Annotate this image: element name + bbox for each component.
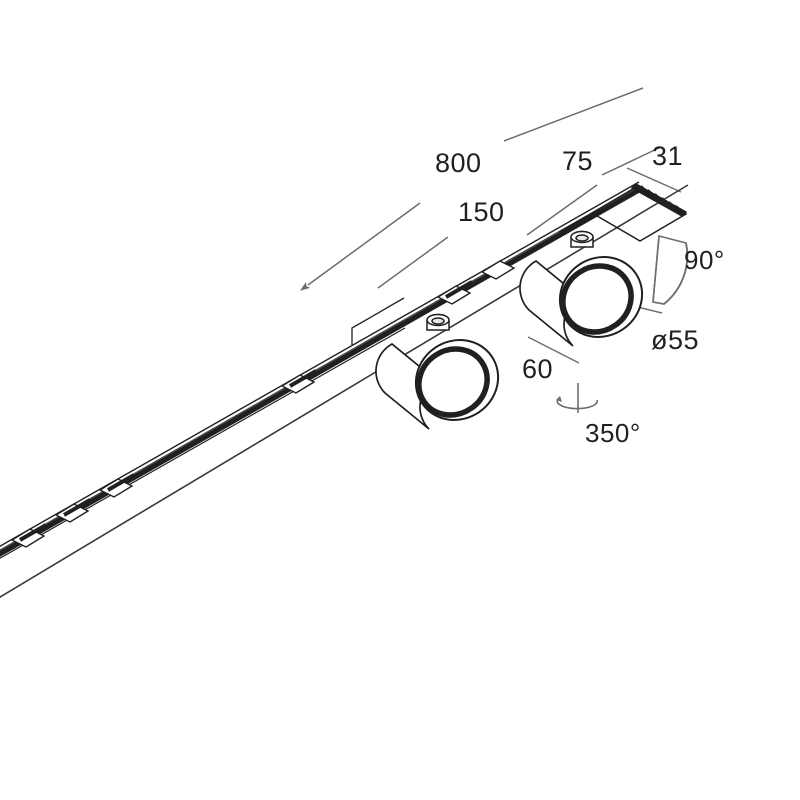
spotlight-mount-knob bbox=[570, 230, 594, 248]
cylindrical-spotlight bbox=[375, 313, 500, 430]
track-connector-clip bbox=[436, 285, 472, 305]
track-connector-clip bbox=[54, 503, 90, 523]
track-connector-clip bbox=[480, 260, 516, 280]
track-body bbox=[0, 185, 643, 557]
cylindrical-spotlight bbox=[519, 230, 644, 347]
dimension-lines bbox=[299, 87, 682, 364]
dimension-label-spot-spacing: 150 bbox=[458, 197, 505, 227]
track-connector-clip bbox=[10, 528, 46, 548]
track-connector-clips bbox=[10, 260, 516, 548]
rotation-angle-indicator-icon bbox=[556, 383, 598, 413]
spotlight-aperture-ring bbox=[414, 339, 500, 421]
ceiling-reference-line bbox=[0, 184, 689, 598]
track-connector-clip bbox=[280, 374, 316, 394]
tilt-angle-indicator-icon bbox=[652, 234, 689, 305]
dimension-line-800-right bbox=[503, 87, 644, 142]
dimension-line-31 bbox=[626, 167, 682, 193]
linear-track-rail bbox=[0, 181, 688, 559]
dimension-label-track-length: 800 bbox=[435, 148, 482, 178]
dimension-line-150-right bbox=[526, 184, 598, 236]
track-contact-strips bbox=[19, 208, 601, 542]
track-connector-clip bbox=[98, 478, 134, 498]
dimension-line-800-left bbox=[299, 202, 421, 291]
dimension-line-60 bbox=[527, 336, 580, 364]
rotation-angle-label: 350° bbox=[585, 418, 641, 448]
dimension-label-body-length: 60 bbox=[522, 354, 554, 384]
tilt-angle-label: 90° bbox=[684, 245, 725, 275]
spotlight-aperture-ring bbox=[558, 256, 644, 338]
track-bottom-edge bbox=[0, 327, 406, 559]
track-end-serration bbox=[630, 183, 688, 217]
dimension-label-aperture-diameter: ø55 bbox=[651, 325, 700, 355]
dimension-line-75 bbox=[601, 146, 662, 176]
spotlight-mount-knob bbox=[426, 313, 450, 331]
dimension-line-150-left bbox=[377, 236, 449, 289]
track-mount-bracket bbox=[351, 297, 405, 345]
dimension-label-fixture-offset: 75 bbox=[562, 146, 594, 176]
dimension-label-track-width: 31 bbox=[652, 141, 684, 171]
